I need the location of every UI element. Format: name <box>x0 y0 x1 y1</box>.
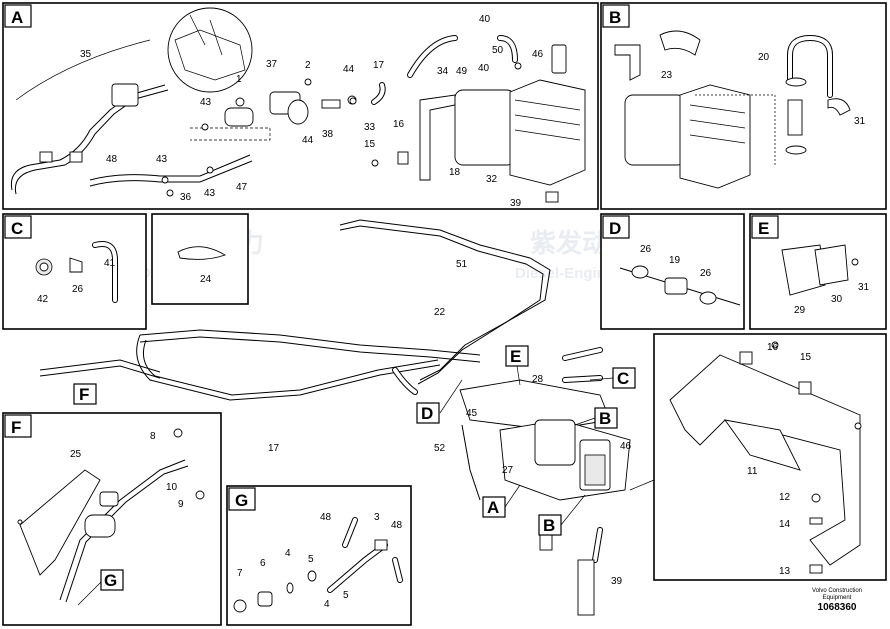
callout: 36 <box>180 192 192 203</box>
tag-f: F <box>79 385 89 404</box>
callout: 33 <box>364 122 376 133</box>
callout: 31 <box>858 282 870 293</box>
callout: 30 <box>831 294 843 305</box>
panel-a-label: A <box>11 8 23 27</box>
callout: 26 <box>700 268 712 279</box>
callout: 52 <box>434 443 446 454</box>
callout: 4 <box>285 548 291 559</box>
callout: 41 <box>104 258 116 269</box>
tag-b: B <box>543 516 555 535</box>
callout: 5 <box>343 590 349 601</box>
tag-e: E <box>510 347 521 366</box>
panel-f-label: F <box>11 418 21 437</box>
callout: 25 <box>70 449 82 460</box>
panel-b-label: B <box>609 8 621 27</box>
main-assembly: E C D B A B F 51 22 28 45 46 52 27 17 39 <box>39 219 636 616</box>
panel-g: G 7 6 5 4 48 3 48 4 5 <box>226 485 412 626</box>
callout: 48 <box>106 154 118 165</box>
callout: 26 <box>72 284 84 295</box>
callout: 51 <box>456 259 468 270</box>
panel-g-label: G <box>235 491 248 510</box>
panel-d: D 26 19 26 <box>600 213 745 330</box>
callout: 6 <box>260 558 266 569</box>
panel-e: E 31 29 30 <box>749 213 887 330</box>
callout: 28 <box>532 374 544 385</box>
callout: 19 <box>669 255 681 266</box>
callout: 43 <box>204 188 216 199</box>
tag-b: B <box>599 409 611 428</box>
footer-drawing-id: 1068360 <box>817 602 857 613</box>
callout: 34 <box>437 66 449 77</box>
tag-c: C <box>617 369 629 388</box>
callout: 43 <box>156 154 168 165</box>
callout: 11 <box>747 466 758 477</box>
callout: 20 <box>758 52 770 63</box>
callout: 2 <box>305 60 311 71</box>
callout: 46 <box>620 441 632 452</box>
panel-b: B 23 20 31 <box>600 2 887 210</box>
tag-a: A <box>487 498 499 517</box>
callout: 18 <box>449 167 461 178</box>
callout: 22 <box>434 307 446 318</box>
callout: 14 <box>779 519 791 530</box>
callout: 49 <box>456 66 468 77</box>
callout: 16 <box>393 119 405 130</box>
callout: 15 <box>800 352 812 363</box>
callout: 3 <box>374 512 380 523</box>
callout: 13 <box>779 566 791 577</box>
callout: 45 <box>466 408 478 419</box>
panel-tie: 24 <box>151 213 249 305</box>
callout: 4 <box>324 599 330 610</box>
callout: 39 <box>510 198 522 209</box>
panel-c-label: C <box>11 219 23 238</box>
callout: 26 <box>640 244 652 255</box>
callout: 39 <box>611 576 623 587</box>
footer-company-2: Equipment <box>822 595 852 601</box>
callout: 38 <box>322 129 334 140</box>
panel-c: C 42 26 41 <box>2 213 147 330</box>
callout: 44 <box>302 135 314 146</box>
callout: 48 <box>320 512 332 523</box>
callout: 8 <box>150 431 156 442</box>
callout: 50 <box>492 45 504 56</box>
callout: 27 <box>502 465 514 476</box>
callout: 44 <box>343 64 355 75</box>
callout: 23 <box>661 70 673 81</box>
callout: 17 <box>268 443 280 454</box>
callout: 1 <box>236 74 242 85</box>
panel-e-label: E <box>758 219 769 238</box>
callout: 32 <box>486 174 498 185</box>
callout: 37 <box>266 59 278 70</box>
callout: 15 <box>364 139 376 150</box>
callout: 12 <box>779 492 791 503</box>
callout: 40 <box>478 63 490 74</box>
callout: 48 <box>391 520 403 531</box>
callout: 9 <box>178 499 184 510</box>
panel-f: F G 25 8 10 9 <box>2 412 222 626</box>
callout: 40 <box>479 14 491 25</box>
callout: 43 <box>200 97 212 108</box>
callout: 10 <box>166 482 178 493</box>
footer-company: Volvo Construction <box>811 588 863 594</box>
panel-bracket: 16 15 11 12 14 13 <box>629 333 887 581</box>
callout: 42 <box>37 294 49 305</box>
callout: 46 <box>532 49 544 60</box>
callout: 24 <box>200 274 212 285</box>
callout: 17 <box>373 60 385 71</box>
callout: 16 <box>767 342 779 353</box>
callout: 29 <box>794 305 806 316</box>
panel-a: A <box>2 2 599 210</box>
tag-g: G <box>104 571 117 590</box>
callout: 5 <box>308 554 314 565</box>
callout: 7 <box>237 568 243 579</box>
callout: 47 <box>236 182 248 193</box>
callout: 35 <box>80 49 92 60</box>
panel-d-label: D <box>609 219 621 238</box>
watermark-en: Diesel-Engines <box>515 265 623 282</box>
callout: 31 <box>854 116 866 127</box>
tag-d: D <box>421 404 433 423</box>
